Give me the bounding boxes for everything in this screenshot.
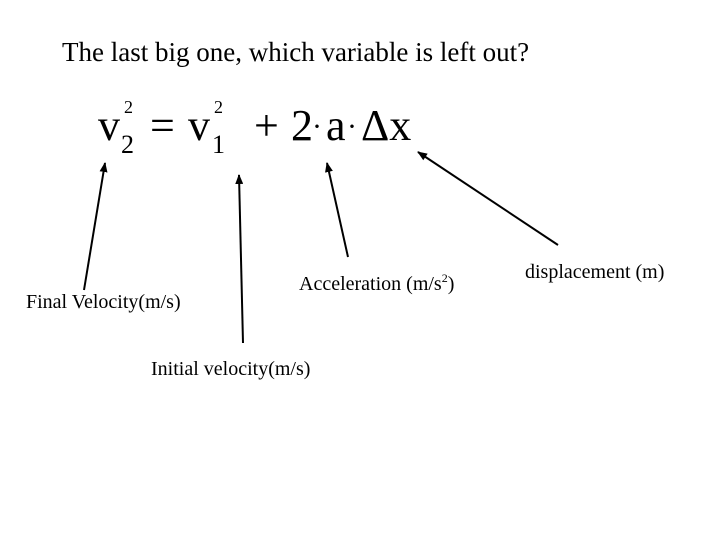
displacement-arrow xyxy=(417,151,559,246)
final-velocity-arrow xyxy=(83,162,108,291)
initial-velocity-exponent: 2 xyxy=(214,97,223,117)
equals-sign: = xyxy=(150,101,175,150)
final-velocity-exponent: 2 xyxy=(124,97,133,117)
acceleration-symbol: a xyxy=(326,101,346,150)
initial-velocity-arrow xyxy=(235,174,244,344)
final-velocity-label: Final Velocity(m/s) xyxy=(26,291,181,313)
multiply-dot-2: · xyxy=(347,110,357,143)
displacement-label: displacement (m) xyxy=(525,261,665,283)
multiply-dot-1: · xyxy=(312,110,322,143)
displacement-symbol: Δx xyxy=(361,101,412,150)
slide-title: The last big one, which variable is left… xyxy=(62,37,530,67)
acceleration-label-exponent: 2 xyxy=(441,271,448,285)
acceleration-arrow xyxy=(325,162,349,258)
plus-sign: + xyxy=(254,101,279,150)
acceleration-label-text: Acceleration (m/s xyxy=(299,273,442,295)
final-velocity-subscript: 2 xyxy=(121,130,134,159)
coefficient-two: 2 xyxy=(291,101,313,150)
acceleration-label-close: ) xyxy=(447,273,455,295)
initial-velocity-subscript: 1 xyxy=(212,130,225,159)
acceleration-label: Acceleration (m/s2) xyxy=(299,272,454,296)
initial-velocity-symbol: v xyxy=(188,101,210,150)
final-velocity-symbol: v xyxy=(98,101,120,150)
initial-velocity-label: Initial velocity(m/s) xyxy=(151,358,311,380)
